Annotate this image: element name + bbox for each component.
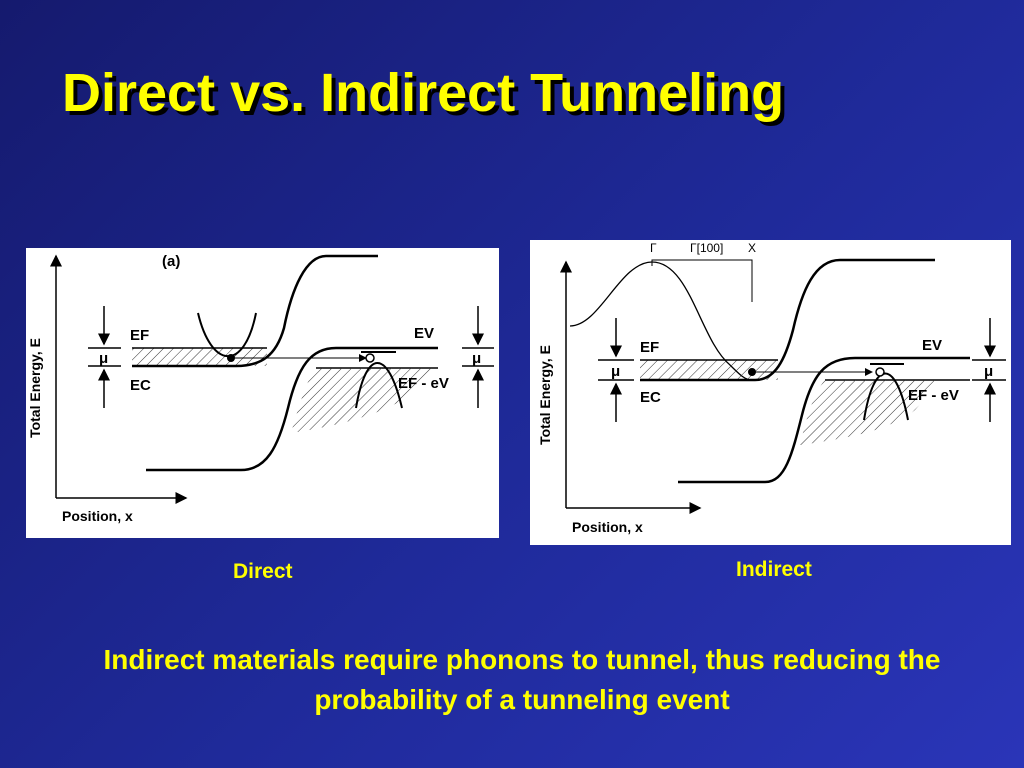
ec-label-left: EC	[130, 377, 151, 394]
ef-ev-label: EF - eV	[908, 387, 959, 404]
electron	[748, 368, 756, 376]
valence-band	[146, 346, 438, 472]
ef-ev-label: EF - eV	[398, 375, 449, 392]
k-100-label: Γ[100]	[690, 241, 723, 255]
filled-states-left	[132, 348, 267, 366]
k-bracket	[651, 259, 753, 302]
mu-label-right: μ	[472, 350, 481, 367]
ef-label-left: EF	[130, 327, 149, 344]
conduction-parabola	[197, 312, 257, 358]
ev-label: EV	[414, 325, 434, 342]
ec-label-left: EC	[640, 389, 661, 406]
indirect-diagram-svg: Total Energy, E Position, x Γ Γ[100] X μ…	[537, 241, 1006, 535]
valence-parabola	[863, 372, 909, 421]
hole	[875, 367, 885, 377]
direct-diagram: Total Energy, E Position, x (a) μ EF EC …	[26, 248, 499, 538]
valence-parabola	[355, 362, 403, 409]
ev-label: EV	[922, 337, 942, 354]
ef-label-left: EF	[640, 339, 659, 356]
k-x-label: X	[748, 241, 756, 255]
conduction-band	[132, 254, 378, 368]
direct-caption: Direct	[233, 560, 293, 583]
x-axis-label: Position, x	[62, 508, 133, 524]
conduction-band	[640, 258, 935, 382]
slide-title: Direct vs. Indirect Tunneling	[62, 63, 785, 123]
filled-states-right	[291, 368, 438, 433]
direct-diagram-svg: Total Energy, E Position, x (a) μ EF EC …	[27, 253, 494, 524]
mu-label-right: μ	[984, 363, 993, 380]
mu-label-left: μ	[611, 363, 620, 380]
k-gamma-label: Γ	[650, 241, 657, 255]
summary-text: Indirect materials require phonons to tu…	[103, 644, 941, 715]
indirect-caption: Indirect	[736, 558, 812, 581]
panel-label: (a)	[162, 253, 180, 270]
electron	[227, 354, 235, 362]
y-axis-label: Total Energy, E	[537, 345, 553, 445]
indirect-diagram: Total Energy, E Position, x Γ Γ[100] X μ…	[530, 240, 1011, 545]
filled-states-right	[800, 380, 940, 445]
y-axis-label: Total Energy, E	[27, 338, 43, 438]
x-axis-label: Position, x	[572, 519, 643, 535]
valence-band	[678, 356, 970, 484]
filled-states-left	[640, 360, 778, 380]
hole	[365, 353, 375, 363]
mu-label-left: μ	[99, 350, 108, 367]
